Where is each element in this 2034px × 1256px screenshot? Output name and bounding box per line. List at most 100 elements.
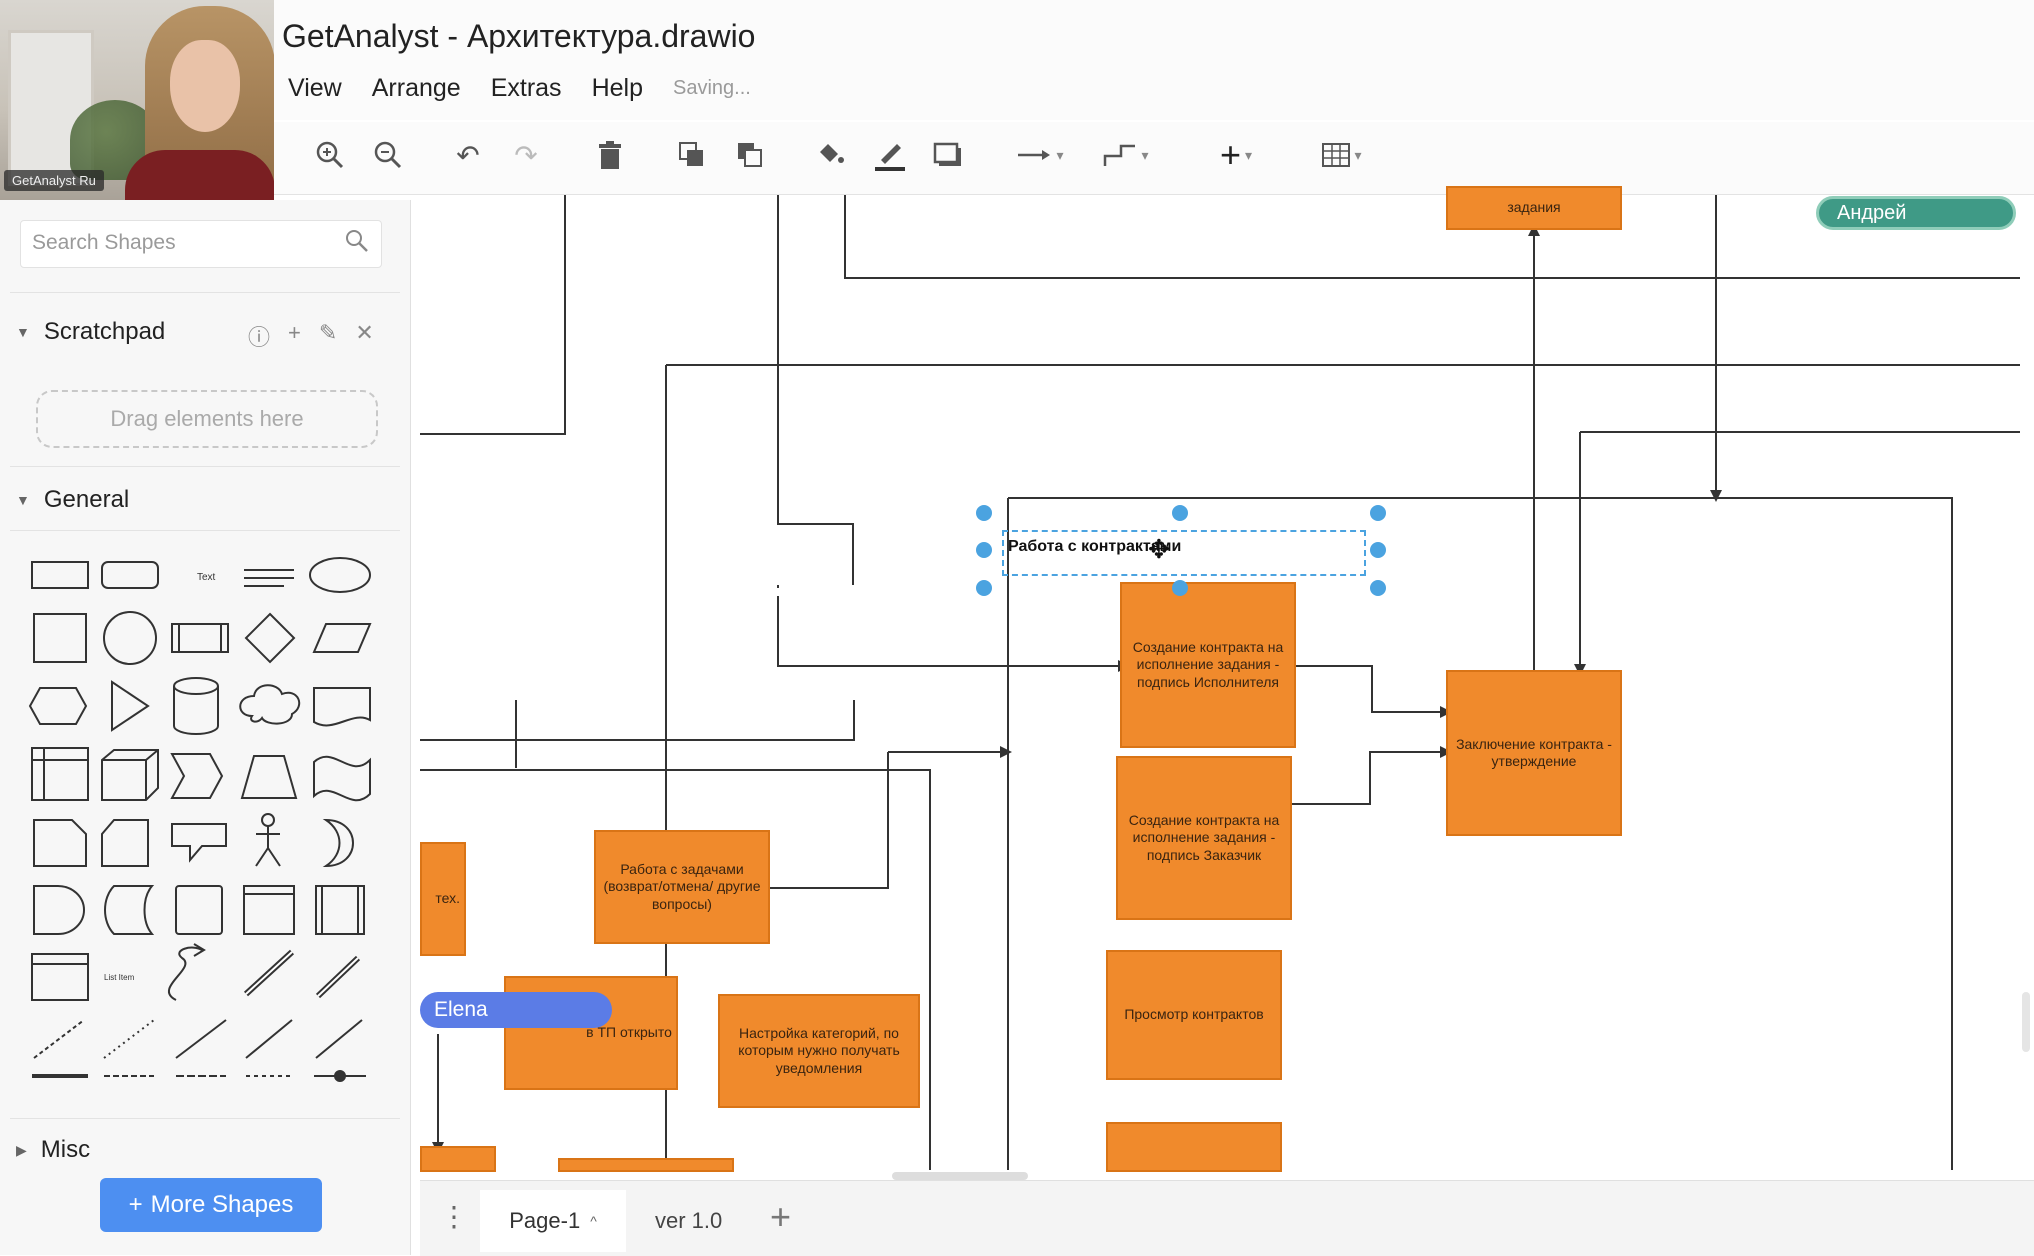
shape-rounded-rectangle bbox=[101, 561, 159, 589]
page-tab-label: Page-1 bbox=[509, 1208, 581, 1233]
search-input[interactable] bbox=[20, 220, 382, 268]
misc-header[interactable]: ▶ Misc bbox=[16, 1136, 90, 1164]
shape-process bbox=[171, 623, 229, 653]
shape-stored-data bbox=[104, 885, 155, 935]
svg-text:Text: Text bbox=[197, 572, 216, 583]
box-create-contract-executor[interactable]: Создание контракта на исполнение задания… bbox=[1120, 582, 1296, 748]
shape-ellipse bbox=[309, 557, 371, 593]
menu-help[interactable]: Help bbox=[591, 74, 643, 102]
horizontal-scrollbar[interactable] bbox=[892, 1172, 1028, 1180]
delete-icon[interactable] bbox=[592, 134, 628, 176]
search-placeholder: Search Shapes bbox=[32, 231, 176, 254]
redo-icon[interactable]: ↷ bbox=[514, 139, 538, 171]
resize-handle-n[interactable] bbox=[1172, 505, 1188, 521]
connector-lines bbox=[420, 195, 2020, 1170]
tab-page-1[interactable]: Page-1 ^ bbox=[480, 1190, 626, 1252]
shape-trapezoid bbox=[240, 755, 298, 799]
resize-handle-nw[interactable] bbox=[976, 505, 992, 521]
general-shapes-palette[interactable]: Text List Item bbox=[22, 548, 382, 1098]
box-bottom-partial[interactable] bbox=[1106, 1122, 1282, 1172]
insert-plus-icon[interactable]: +▾ bbox=[1219, 134, 1253, 175]
shape-triangle bbox=[111, 680, 150, 732]
toolbar bbox=[274, 122, 2034, 195]
shape-diamond bbox=[244, 612, 296, 664]
resize-handle-w[interactable] bbox=[976, 542, 992, 558]
undo-icon[interactable]: ↶ bbox=[456, 139, 480, 171]
vertical-scrollbar[interactable] bbox=[2022, 992, 2030, 1052]
box-bottom-mid-partial[interactable] bbox=[558, 1158, 734, 1172]
close-icon[interactable]: ✕ bbox=[355, 320, 374, 345]
shadow-icon[interactable] bbox=[930, 134, 966, 176]
shape-step bbox=[170, 753, 224, 799]
box-contract-conclusion[interactable]: Заключение контракта - утверждение bbox=[1446, 670, 1622, 836]
scratchpad-dropzone[interactable]: Drag elements here bbox=[36, 390, 378, 448]
webcam-video: GetAnalyst Ru bbox=[0, 0, 274, 200]
box-bottom-left-partial[interactable] bbox=[420, 1146, 496, 1172]
to-front-icon[interactable] bbox=[674, 134, 710, 176]
shape-rectangle bbox=[31, 561, 89, 589]
svg-text:List Item: List Item bbox=[104, 973, 135, 982]
more-shapes-label: More Shapes bbox=[150, 1191, 294, 1218]
menu-extras[interactable]: Extras bbox=[490, 74, 562, 102]
resize-handle-se[interactable] bbox=[1370, 580, 1386, 596]
shape-hexagon bbox=[28, 687, 88, 725]
shape-circle bbox=[103, 611, 157, 665]
resize-handle-s[interactable] bbox=[1172, 580, 1188, 596]
window-title: GetAnalyst - Архитектура.drawio bbox=[282, 18, 756, 54]
table-icon[interactable]: ▾ bbox=[1310, 134, 1374, 176]
shape-tape bbox=[313, 755, 371, 802]
misc-title: Misc bbox=[40, 1136, 91, 1163]
edit-icon[interactable]: ✎ bbox=[318, 320, 338, 345]
box-left-partial[interactable]: тех. bbox=[420, 842, 466, 956]
pages-menu-icon[interactable]: ⋮ bbox=[440, 1201, 468, 1232]
resize-handle-e[interactable] bbox=[1370, 542, 1386, 558]
general-header[interactable]: ▼ General bbox=[16, 486, 129, 514]
shape-note bbox=[33, 819, 87, 867]
waypoints-icon[interactable]: ▾ bbox=[1094, 134, 1158, 176]
header bbox=[274, 0, 2034, 120]
line-color-icon[interactable] bbox=[870, 134, 910, 176]
to-back-icon[interactable] bbox=[732, 134, 768, 176]
resize-handle-ne[interactable] bbox=[1370, 505, 1386, 521]
scratchpad-title: Scratchpad bbox=[43, 318, 166, 345]
menu-arrange[interactable]: Arrange bbox=[371, 74, 461, 102]
page-tabs-bar bbox=[420, 1180, 2034, 1256]
menu-bar: View Arrange Extras Help Saving... bbox=[288, 74, 751, 103]
box-view-contracts[interactable]: Просмотр контрактов bbox=[1106, 950, 1282, 1080]
help-icon[interactable]: ⓘ bbox=[248, 325, 271, 350]
menu-view[interactable]: View bbox=[288, 74, 342, 102]
shape-cloud bbox=[239, 684, 301, 725]
collaborator-andrey: Андрей bbox=[1816, 196, 2016, 230]
fill-color-icon[interactable] bbox=[812, 134, 848, 176]
tab-ver-1-0[interactable]: ver 1.0 bbox=[655, 1208, 723, 1233]
add-icon[interactable]: + bbox=[288, 320, 301, 345]
saving-status: Saving... bbox=[672, 77, 751, 99]
plus-icon: + bbox=[128, 1191, 143, 1218]
box-tasks[interactable]: Работа с задачами (возврат/отмена/ други… bbox=[594, 830, 770, 944]
shape-or bbox=[322, 818, 354, 868]
add-page-icon[interactable]: + bbox=[770, 1196, 792, 1237]
zoom-out-icon[interactable] bbox=[370, 134, 406, 176]
selection-outline[interactable] bbox=[1002, 530, 1366, 576]
chevron-up-icon[interactable]: ^ bbox=[590, 1213, 597, 1229]
box-create-contract-customer[interactable]: Создание контракта на исполнение задания… bbox=[1116, 756, 1292, 920]
selected-label-work-with-contracts[interactable]: Работа с контрактами bbox=[1008, 538, 1182, 555]
connection-style-icon[interactable]: ▾ bbox=[1008, 134, 1072, 176]
shape-card bbox=[101, 819, 149, 867]
shape-internal-storage bbox=[31, 747, 89, 801]
move-cursor-icon: ✥ bbox=[1148, 534, 1170, 564]
scratchpad-header[interactable]: ▼ Scratchpad bbox=[16, 318, 165, 346]
collapse-triangle-icon: ▼ bbox=[16, 492, 30, 508]
zoom-in-icon[interactable] bbox=[312, 134, 348, 176]
more-shapes-button[interactable]: + More Shapes bbox=[100, 1178, 322, 1232]
expand-triangle-icon: ▶ bbox=[16, 1141, 27, 1158]
shape-delay bbox=[33, 885, 85, 935]
collaborator-elena: Elena bbox=[420, 992, 612, 1028]
box-notification-settings[interactable]: Настройка категорий, по которым нужно по… bbox=[718, 994, 920, 1108]
shape-document bbox=[313, 687, 371, 727]
shape-parallelogram bbox=[312, 623, 372, 653]
webcam-label: GetAnalyst Ru bbox=[4, 170, 104, 191]
resize-handle-sw[interactable] bbox=[976, 580, 992, 596]
search-icon[interactable] bbox=[344, 228, 370, 259]
box-top-partial[interactable]: задания bbox=[1446, 186, 1622, 230]
